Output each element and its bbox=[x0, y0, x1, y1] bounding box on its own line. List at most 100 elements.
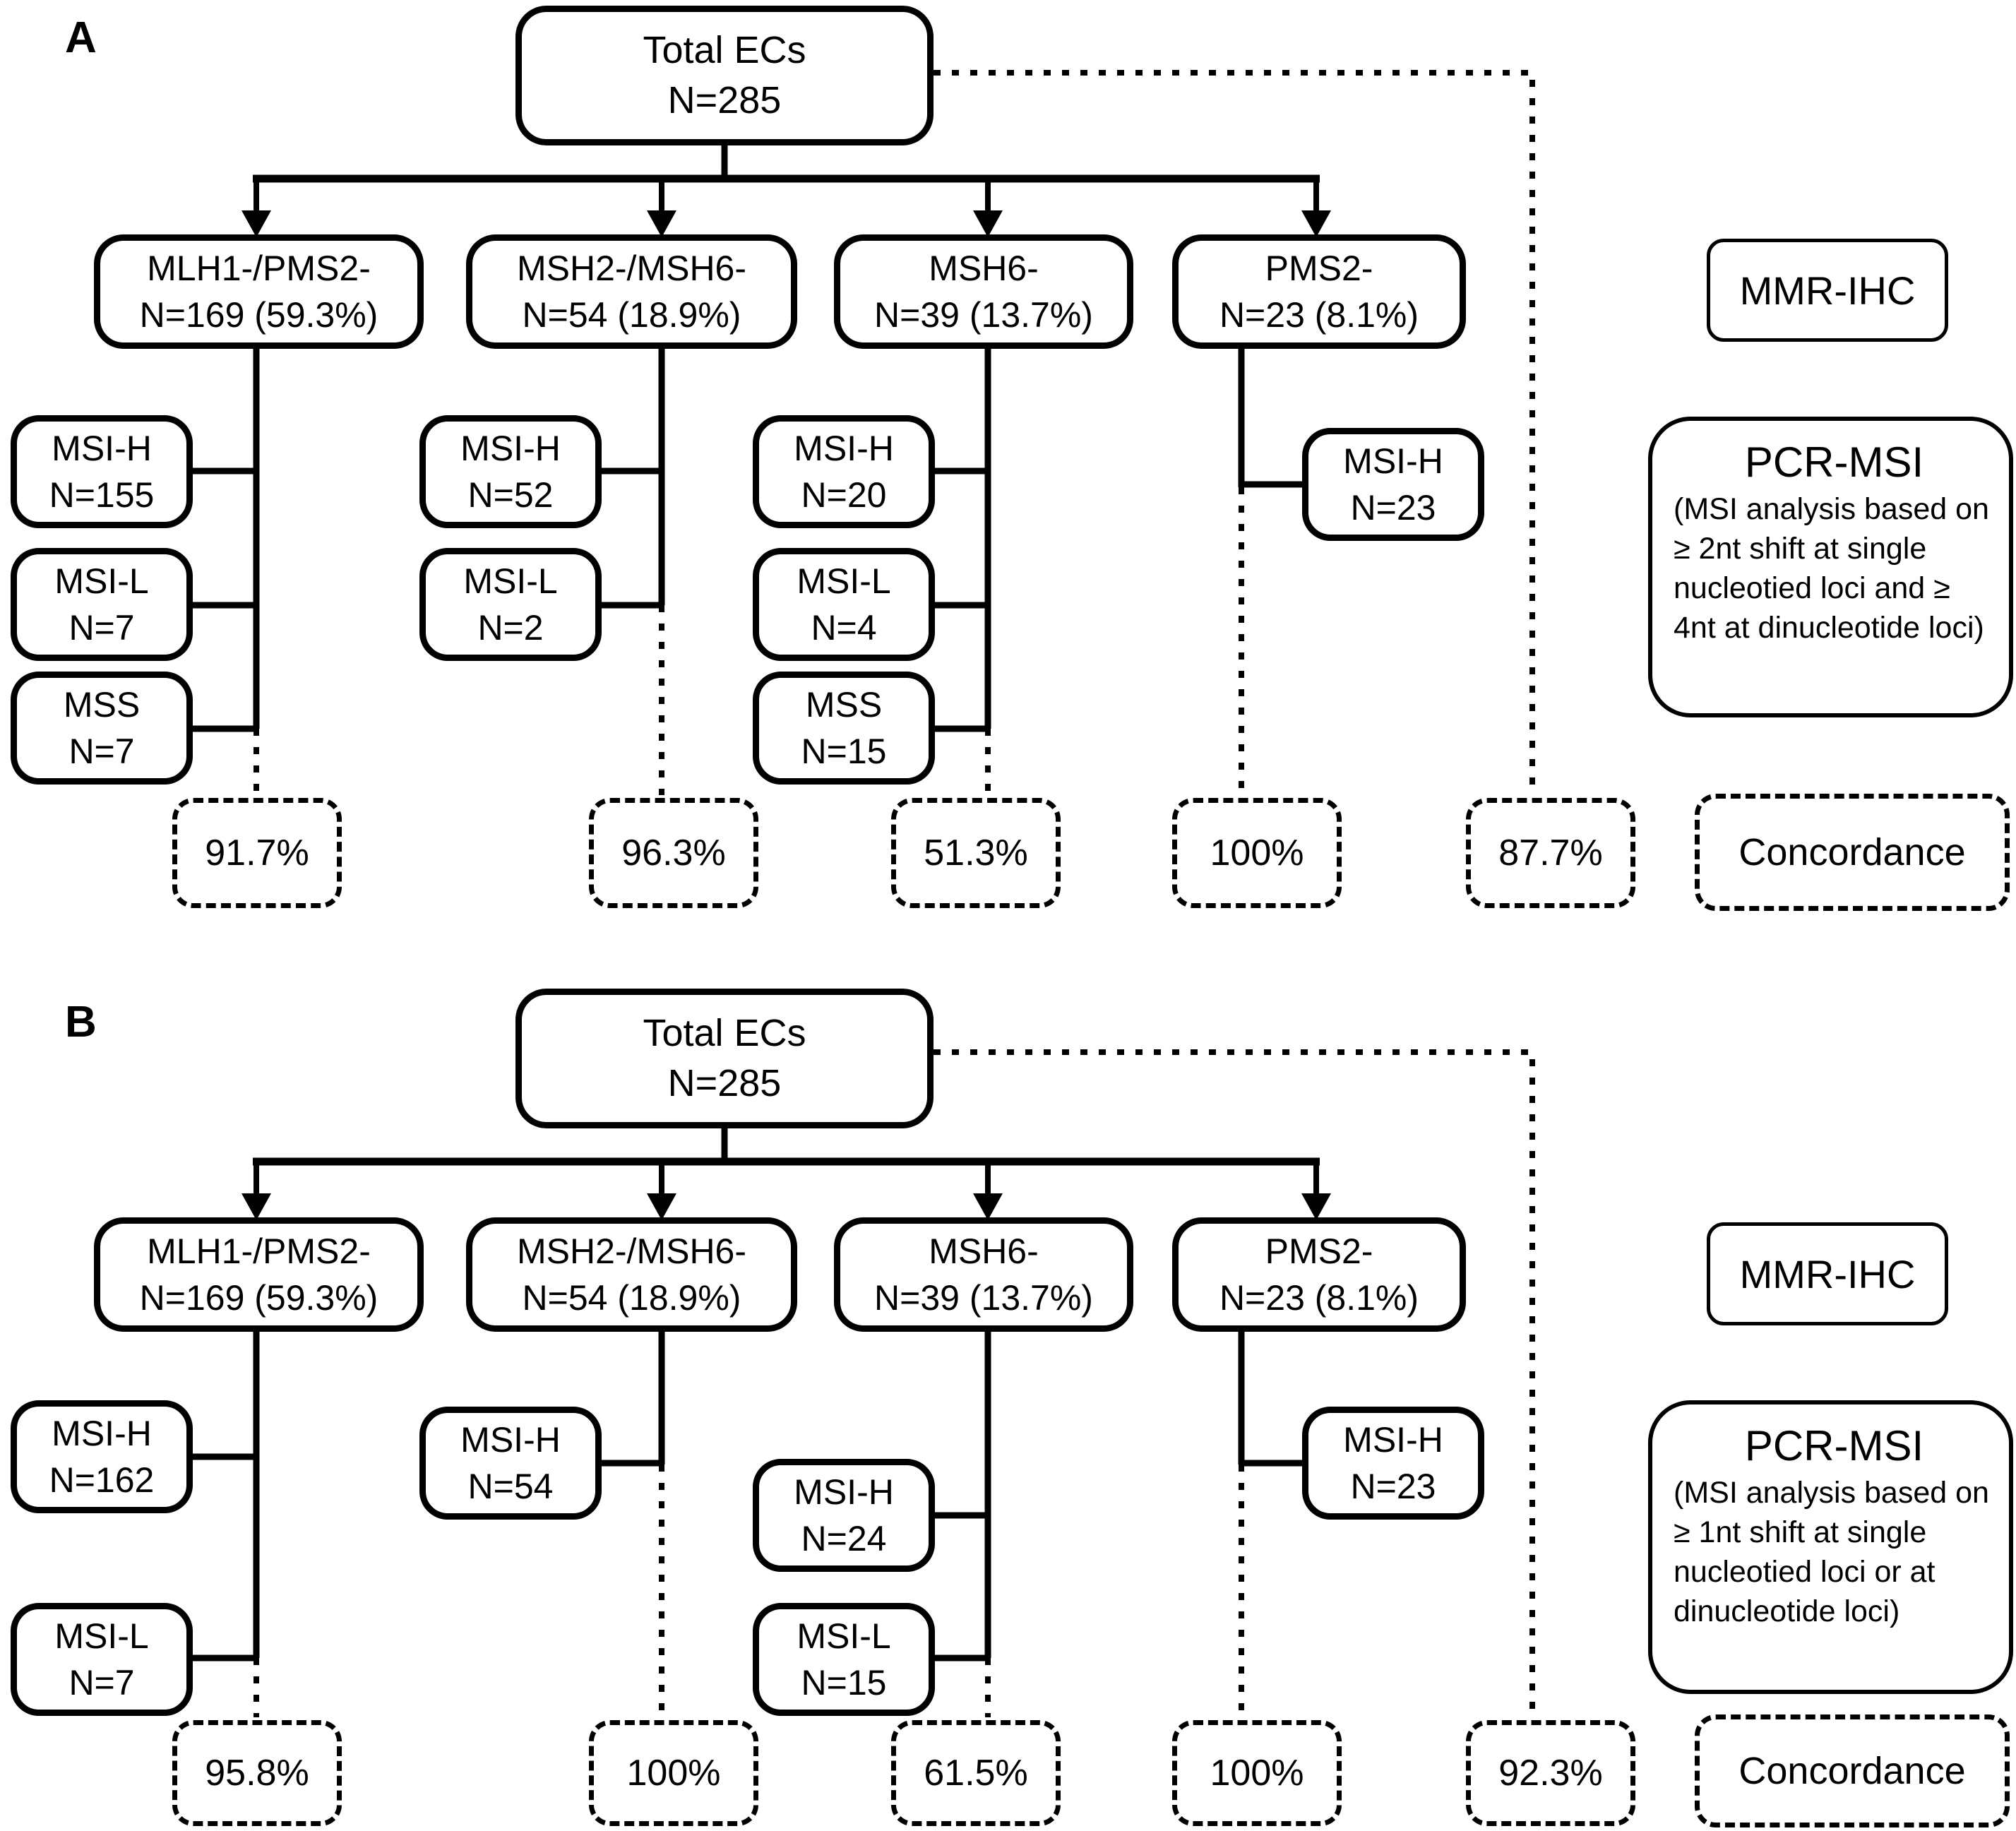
msi-box: MSI-L N=7 bbox=[11, 548, 193, 661]
pcr-msi-box: PCR-MSI (MSI analysis based on ≥ 2nt shi… bbox=[1648, 417, 2013, 717]
msi-count: N=2 bbox=[477, 608, 544, 648]
percent-value: 95.8% bbox=[205, 1753, 309, 1794]
box-title: PMS2- bbox=[1265, 249, 1373, 288]
msi-count: N=20 bbox=[801, 475, 887, 515]
msi-count: N=54 bbox=[467, 1467, 554, 1506]
msi-box: MSI-H N=20 bbox=[753, 415, 935, 528]
pcr-msi-note: (MSI analysis based on ≥ 2nt shift at si… bbox=[1674, 492, 1989, 645]
msi-box: MSI-H N=23 bbox=[1302, 1407, 1484, 1520]
msi-grade: MSI-H bbox=[460, 1420, 561, 1460]
mmr-ihc-box: MMR-IHC bbox=[1707, 239, 1948, 342]
percent-value: 92.3% bbox=[1498, 1753, 1603, 1794]
overall-concordance-box: 92.3% bbox=[1466, 1720, 1635, 1826]
total-ecs-box: Total ECs N=285 bbox=[515, 989, 934, 1128]
msi-count: N=7 bbox=[68, 608, 135, 648]
msi-count: N=52 bbox=[467, 475, 554, 515]
msi-box: MSI-H N=54 bbox=[419, 1407, 602, 1520]
msi-grade: MSI-H bbox=[1343, 441, 1443, 481]
msi-count: N=15 bbox=[801, 732, 887, 771]
box-title: MSH6- bbox=[929, 249, 1039, 288]
percent-value: 100% bbox=[1210, 833, 1304, 873]
mmr-ihc-box: MMR-IHC bbox=[1707, 1222, 1948, 1325]
concordance-percent-box: 51.3% bbox=[891, 798, 1061, 908]
msi-count: N=7 bbox=[68, 1663, 135, 1702]
msi-box: MSI-L N=15 bbox=[753, 1603, 935, 1716]
msi-count: N=24 bbox=[801, 1519, 887, 1558]
percent-value: 87.7% bbox=[1498, 833, 1603, 873]
category-box-msh6: MSH6- N=39 (13.7%) bbox=[834, 1217, 1133, 1332]
arrowhead bbox=[241, 1193, 271, 1220]
concordance-percent-box: 95.8% bbox=[172, 1720, 342, 1826]
box-count: N=23 (8.1%) bbox=[1219, 1278, 1419, 1318]
msi-box: MSS N=7 bbox=[11, 672, 193, 785]
pcr-msi-title: PCR-MSI bbox=[1744, 1422, 1924, 1469]
box-count: N=54 (18.9%) bbox=[522, 295, 741, 335]
percent-value: 91.7% bbox=[205, 833, 309, 873]
box-count: N=39 (13.7%) bbox=[874, 1278, 1093, 1318]
category-box-pms2: PMS2- N=23 (8.1%) bbox=[1172, 234, 1466, 349]
msi-grade: MSI-H bbox=[460, 429, 561, 468]
box-count: N=54 (18.9%) bbox=[522, 1278, 741, 1318]
msi-box: MSI-H N=24 bbox=[753, 1459, 935, 1572]
concordance-dotted-link bbox=[934, 1049, 1535, 1717]
box-title: PMS2- bbox=[1265, 1231, 1373, 1271]
panel-label-a: A bbox=[65, 13, 97, 62]
concordance-percent-box: 100% bbox=[1172, 1720, 1342, 1826]
msi-box: MSI-H N=52 bbox=[419, 415, 602, 528]
msi-grade: MSI-H bbox=[52, 429, 152, 468]
msi-box: MSI-L N=4 bbox=[753, 548, 935, 661]
category-box-pms2: PMS2- N=23 (8.1%) bbox=[1172, 1217, 1466, 1332]
box-title: MLH1-/PMS2- bbox=[147, 1231, 371, 1271]
overall-concordance-box: 87.7% bbox=[1466, 798, 1635, 908]
concordance-label-box: Concordance bbox=[1695, 794, 2010, 911]
box-count: N=169 (59.3%) bbox=[139, 295, 378, 335]
box-count: N=39 (13.7%) bbox=[874, 295, 1093, 335]
box-count: N=285 bbox=[667, 1062, 782, 1104]
msi-grade: MSI-H bbox=[1343, 1420, 1443, 1460]
percent-value: 100% bbox=[626, 1753, 721, 1794]
msi-box: MSI-H N=155 bbox=[11, 415, 193, 528]
msi-grade: MSS bbox=[805, 685, 883, 724]
pcr-msi-note: (MSI analysis based on ≥ 1nt shift at si… bbox=[1674, 1476, 1989, 1628]
msi-count: N=23 bbox=[1350, 488, 1436, 527]
category-box-msh2-msh6: MSH2-/MSH6- N=54 (18.9%) bbox=[466, 234, 797, 349]
box-title: Total ECs bbox=[643, 28, 806, 71]
msi-count: N=4 bbox=[811, 608, 877, 648]
msi-box: MSI-H N=23 bbox=[1302, 428, 1484, 541]
mmr-ihc-label: MMR-IHC bbox=[1739, 268, 1916, 313]
panel-b-connectors bbox=[193, 1049, 1535, 1717]
pcr-msi-box: PCR-MSI (MSI analysis based on ≥ 1nt shi… bbox=[1648, 1400, 2013, 1694]
panel-label-b: B bbox=[65, 998, 97, 1046]
msi-box: MSS N=15 bbox=[753, 672, 935, 785]
concordance-label: Concordance bbox=[1738, 831, 1966, 873]
concordance-percent-box: 96.3% bbox=[589, 798, 758, 908]
msi-count: N=155 bbox=[49, 475, 155, 515]
box-count: N=23 (8.1%) bbox=[1219, 295, 1419, 335]
concordance-percent-box: 61.5% bbox=[891, 1720, 1061, 1826]
msi-grade: MSI-L bbox=[797, 1616, 891, 1656]
concordance-label-box: Concordance bbox=[1695, 1714, 2010, 1827]
concordance-percent-box: 100% bbox=[1172, 798, 1342, 908]
arrowhead bbox=[647, 1193, 676, 1220]
box-title: MSH2-/MSH6- bbox=[516, 1231, 747, 1271]
msi-grade: MSI-L bbox=[54, 1616, 149, 1656]
category-box-mlh1-pms2: MLH1-/PMS2- N=169 (59.3%) bbox=[94, 1217, 424, 1332]
percent-value: 51.3% bbox=[924, 833, 1028, 873]
category-box-msh2-msh6: MSH2-/MSH6- N=54 (18.9%) bbox=[466, 1217, 797, 1332]
arrowhead bbox=[1301, 210, 1331, 237]
msi-grade: MSI-H bbox=[52, 1414, 152, 1453]
percent-value: 100% bbox=[1210, 1753, 1304, 1794]
category-box-msh6: MSH6- N=39 (13.7%) bbox=[834, 234, 1133, 349]
msi-grade: MSI-H bbox=[794, 429, 894, 468]
box-count: N=285 bbox=[667, 79, 782, 121]
box-title: Total ECs bbox=[643, 1011, 806, 1054]
msi-count: N=162 bbox=[49, 1460, 155, 1500]
concordance-percent-box: 91.7% bbox=[172, 798, 342, 908]
msi-grade: MSI-L bbox=[463, 561, 558, 601]
msi-count: N=15 bbox=[801, 1663, 887, 1702]
msi-grade: MSS bbox=[63, 685, 141, 724]
arrowhead bbox=[241, 210, 271, 237]
msi-count: N=23 bbox=[1350, 1467, 1436, 1506]
total-ecs-box: Total ECs N=285 bbox=[515, 6, 934, 145]
